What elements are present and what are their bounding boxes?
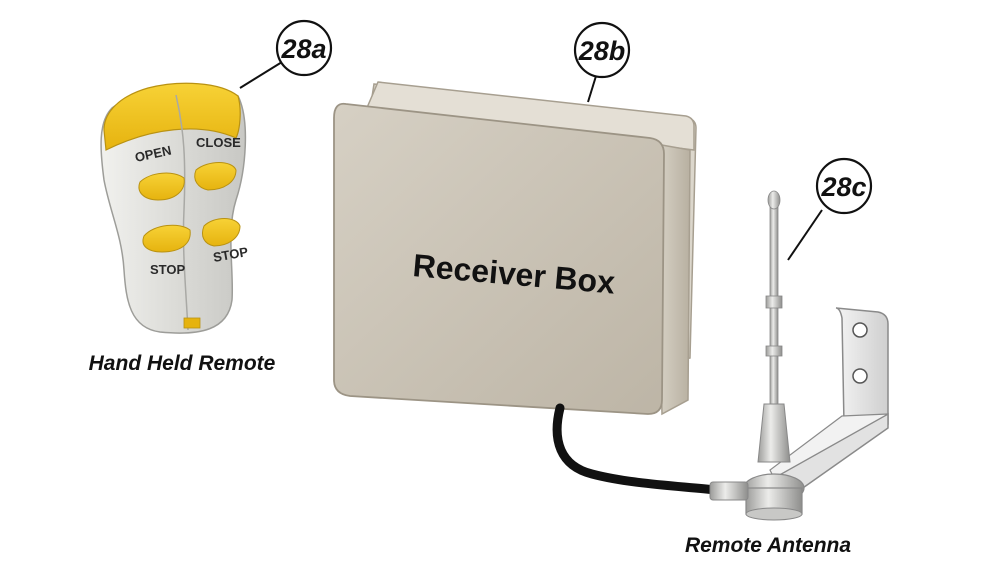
open-label: OPEN <box>134 143 173 165</box>
stop-right-button[interactable] <box>201 218 241 247</box>
antenna-cable <box>552 403 721 495</box>
receiver-front <box>333 102 665 415</box>
hand-held-remote-caption: Hand Held Remote <box>89 352 276 375</box>
callout-28b-leader <box>587 75 597 103</box>
remote-top-cap <box>103 82 241 151</box>
stop-right-label: STOP <box>212 244 250 265</box>
antenna-spring <box>757 403 791 463</box>
remote-antenna-caption: Remote Antenna <box>685 534 851 557</box>
mounting-bracket <box>769 307 889 491</box>
antenna-collar-2 <box>765 345 783 357</box>
antenna-cable-connector <box>709 481 749 501</box>
receiver-box: Receiver Box <box>333 81 697 416</box>
callout-28a-label: 28a <box>280 34 326 64</box>
antenna-collar-1 <box>765 295 783 309</box>
callout-28a-circle <box>275 19 333 77</box>
remote-bottom-tab <box>183 317 201 329</box>
callout-28a-leader <box>239 61 283 89</box>
callout-28b-label: 28b <box>578 36 626 66</box>
antenna-tip <box>767 190 781 210</box>
callout-28c-label: 28c <box>820 172 866 202</box>
open-button[interactable] <box>138 172 185 201</box>
callout-28a: 28a <box>239 19 333 89</box>
callout-28c-circle <box>815 157 873 215</box>
callout-28b: 28b <box>573 21 631 103</box>
callout-28c: 28c <box>787 157 873 261</box>
remote-antenna <box>709 190 805 521</box>
callout-28b-circle <box>573 21 631 79</box>
hand-held-remote: OPEN CLOSE STOP STOP <box>100 82 250 334</box>
antenna-base-bottom <box>745 507 803 521</box>
remote-seam <box>175 94 189 331</box>
bracket-hole-bottom <box>852 368 868 384</box>
stop-left-label: STOP <box>150 262 185 277</box>
close-button[interactable] <box>194 162 237 191</box>
callout-28c-leader <box>787 209 823 261</box>
close-label: CLOSE <box>196 135 241 150</box>
stop-left-button[interactable] <box>142 224 191 253</box>
bracket-hole-top <box>852 322 868 338</box>
